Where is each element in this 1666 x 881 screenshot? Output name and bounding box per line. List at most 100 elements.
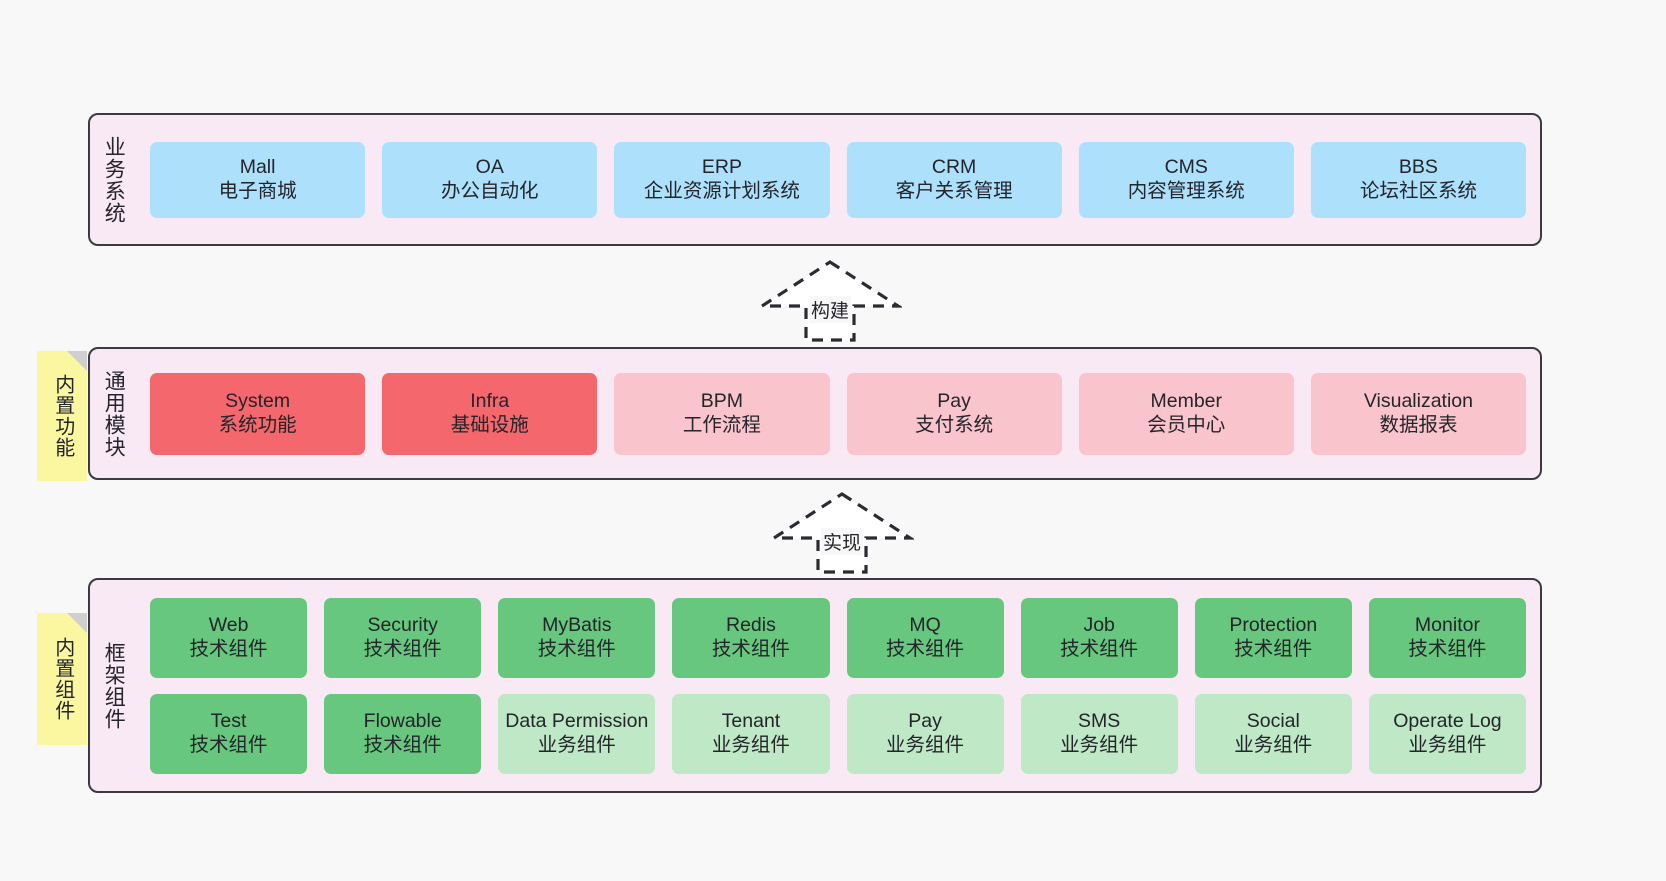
business-card-bbs[interactable]: BBS 论坛社区系统 xyxy=(1310,141,1527,218)
card-subtitle: 客户关系管理 xyxy=(895,179,1013,202)
card-title: Operate Log xyxy=(1393,709,1502,732)
card-subtitle: 业务组件 xyxy=(537,733,616,756)
card-subtitle: 技术组件 xyxy=(1234,637,1313,660)
framework-card-security[interactable]: Security 技术组件 xyxy=(324,597,482,678)
card-title: Security xyxy=(367,613,438,636)
module-card-visualization[interactable]: Visualization 数据报表 xyxy=(1310,372,1527,455)
business-card-mall[interactable]: Mall 电子商城 xyxy=(150,141,366,218)
module-card-member[interactable]: Member 会员中心 xyxy=(1078,372,1294,455)
arrow-build: 构建 xyxy=(756,258,904,344)
card-subtitle: 办公自动化 xyxy=(441,179,539,202)
business-card-cms[interactable]: CMS 内容管理系统 xyxy=(1078,141,1294,218)
card-subtitle: 系统功能 xyxy=(218,413,297,436)
framework-card-flowable[interactable]: Flowable 技术组件 xyxy=(324,693,482,774)
card-title: Member xyxy=(1150,389,1223,412)
card-title: Tenant xyxy=(721,709,781,732)
card-title: Mall xyxy=(239,155,276,178)
framework-card-sms[interactable]: SMS 业务组件 xyxy=(1020,693,1178,774)
card-title: BBS xyxy=(1398,155,1438,178)
business-system-caption: 业务系统 xyxy=(102,135,126,224)
card-subtitle: 内容管理系统 xyxy=(1127,179,1245,202)
framework-card-mybatis[interactable]: MyBatis 技术组件 xyxy=(498,597,656,678)
card-title: Redis xyxy=(726,613,776,636)
sticky-note-builtin-features: 内置功能 xyxy=(37,351,87,481)
card-subtitle: 业务组件 xyxy=(886,733,965,756)
card-title: Data Permission xyxy=(505,709,649,732)
framework-card-operate-log[interactable]: Operate Log 业务组件 xyxy=(1368,693,1526,774)
module-card-bpm[interactable]: BPM 工作流程 xyxy=(614,372,830,455)
framework-card-pay[interactable]: Pay 业务组件 xyxy=(846,693,1004,774)
framework-card-tenant[interactable]: Tenant 业务组件 xyxy=(672,693,830,774)
card-subtitle: 技术组件 xyxy=(363,733,442,756)
card-subtitle: 技术组件 xyxy=(189,733,268,756)
framework-card-redis[interactable]: Redis 技术组件 xyxy=(672,597,830,678)
sticky-note-builtin-components: 内置组件 xyxy=(37,613,87,745)
card-title: Flowable xyxy=(363,709,442,732)
framework-component-layer: 框架组件 Web 技术组件 Security 技术组件 MyBatis 技术组件… xyxy=(88,578,1542,793)
sticky-fold-icon xyxy=(67,613,87,633)
framework-card-social[interactable]: Social 业务组件 xyxy=(1194,693,1352,774)
card-title: System xyxy=(225,389,291,412)
card-title: Social xyxy=(1246,709,1300,732)
sticky-note-label: 内置组件 xyxy=(51,637,74,721)
business-card-crm[interactable]: CRM 客户关系管理 xyxy=(846,141,1062,218)
general-module-cards: System 系统功能 Infra 基础设施 BPM 工作流程 Pay 支付系统… xyxy=(136,349,1540,478)
general-module-row: System 系统功能 Infra 基础设施 BPM 工作流程 Pay 支付系统… xyxy=(150,372,1527,455)
card-subtitle: 基础设施 xyxy=(450,413,529,436)
card-subtitle: 技术组件 xyxy=(537,637,616,660)
card-title: OA xyxy=(475,155,504,178)
arrow-build-label: 构建 xyxy=(808,296,852,323)
business-system-layer: 业务系统 Mall 电子商城 OA 办公自动化 ERP 企业资源计划系统 CRM… xyxy=(88,113,1542,246)
card-title: MQ xyxy=(909,613,941,636)
card-title: Visualization xyxy=(1363,389,1474,412)
business-card-oa[interactable]: OA 办公自动化 xyxy=(382,141,598,218)
card-title: Job xyxy=(1083,613,1115,636)
module-card-system[interactable]: System 系统功能 xyxy=(150,372,366,455)
card-title: Infra xyxy=(470,389,510,412)
framework-card-web[interactable]: Web 技术组件 xyxy=(150,597,308,678)
card-subtitle: 会员中心 xyxy=(1147,413,1226,436)
card-subtitle: 技术组件 xyxy=(363,637,442,660)
card-subtitle: 企业资源计划系统 xyxy=(643,179,800,202)
business-system-cards: Mall 电子商城 OA 办公自动化 ERP 企业资源计划系统 CRM 客户关系… xyxy=(136,115,1540,244)
card-title: BPM xyxy=(700,389,744,412)
sticky-fold-icon xyxy=(67,351,87,371)
card-subtitle: 支付系统 xyxy=(915,413,994,436)
business-card-erp[interactable]: ERP 企业资源计划系统 xyxy=(614,141,830,218)
card-subtitle: 业务组件 xyxy=(1234,733,1313,756)
card-title: MyBatis xyxy=(542,613,612,636)
framework-card-test[interactable]: Test 技术组件 xyxy=(150,693,308,774)
arrow-implement: 实现 xyxy=(768,490,916,576)
card-subtitle: 技术组件 xyxy=(1408,637,1487,660)
card-title: CRM xyxy=(931,155,977,178)
card-subtitle: 业务组件 xyxy=(1408,733,1487,756)
card-subtitle: 论坛社区系统 xyxy=(1359,179,1477,202)
card-title: Monitor xyxy=(1414,613,1480,636)
framework-business-row: Test 技术组件 Flowable 技术组件 Data Permission … xyxy=(150,693,1526,774)
card-title: Web xyxy=(208,613,249,636)
card-title: Pay xyxy=(937,389,971,412)
framework-card-data-permission[interactable]: Data Permission 业务组件 xyxy=(498,693,656,774)
arrow-implement-label: 实现 xyxy=(820,528,864,555)
card-subtitle: 技术组件 xyxy=(1060,637,1139,660)
card-title: Pay xyxy=(908,709,942,732)
framework-card-protection[interactable]: Protection 技术组件 xyxy=(1194,597,1352,678)
framework-card-monitor[interactable]: Monitor 技术组件 xyxy=(1368,597,1526,678)
card-subtitle: 工作流程 xyxy=(682,413,761,436)
framework-card-job[interactable]: Job 技术组件 xyxy=(1020,597,1178,678)
framework-card-mq[interactable]: MQ 技术组件 xyxy=(846,597,1004,678)
card-title: SMS xyxy=(1078,709,1121,732)
card-subtitle: 技术组件 xyxy=(886,637,965,660)
card-title: CMS xyxy=(1164,155,1208,178)
framework-component-caption: 框架组件 xyxy=(102,641,126,730)
business-system-row: Mall 电子商城 OA 办公自动化 ERP 企业资源计划系统 CRM 客户关系… xyxy=(150,141,1527,218)
general-module-layer: 通用模块 System 系统功能 Infra 基础设施 BPM 工作流程 Pay… xyxy=(88,347,1542,480)
module-card-infra[interactable]: Infra 基础设施 xyxy=(382,372,598,455)
card-subtitle: 业务组件 xyxy=(711,733,790,756)
framework-component-cards: Web 技术组件 Security 技术组件 MyBatis 技术组件 Redi… xyxy=(136,580,1540,791)
module-card-pay[interactable]: Pay 支付系统 xyxy=(846,372,1062,455)
card-subtitle: 技术组件 xyxy=(711,637,790,660)
card-subtitle: 数据报表 xyxy=(1379,413,1458,436)
sticky-note-label: 内置功能 xyxy=(51,374,74,458)
